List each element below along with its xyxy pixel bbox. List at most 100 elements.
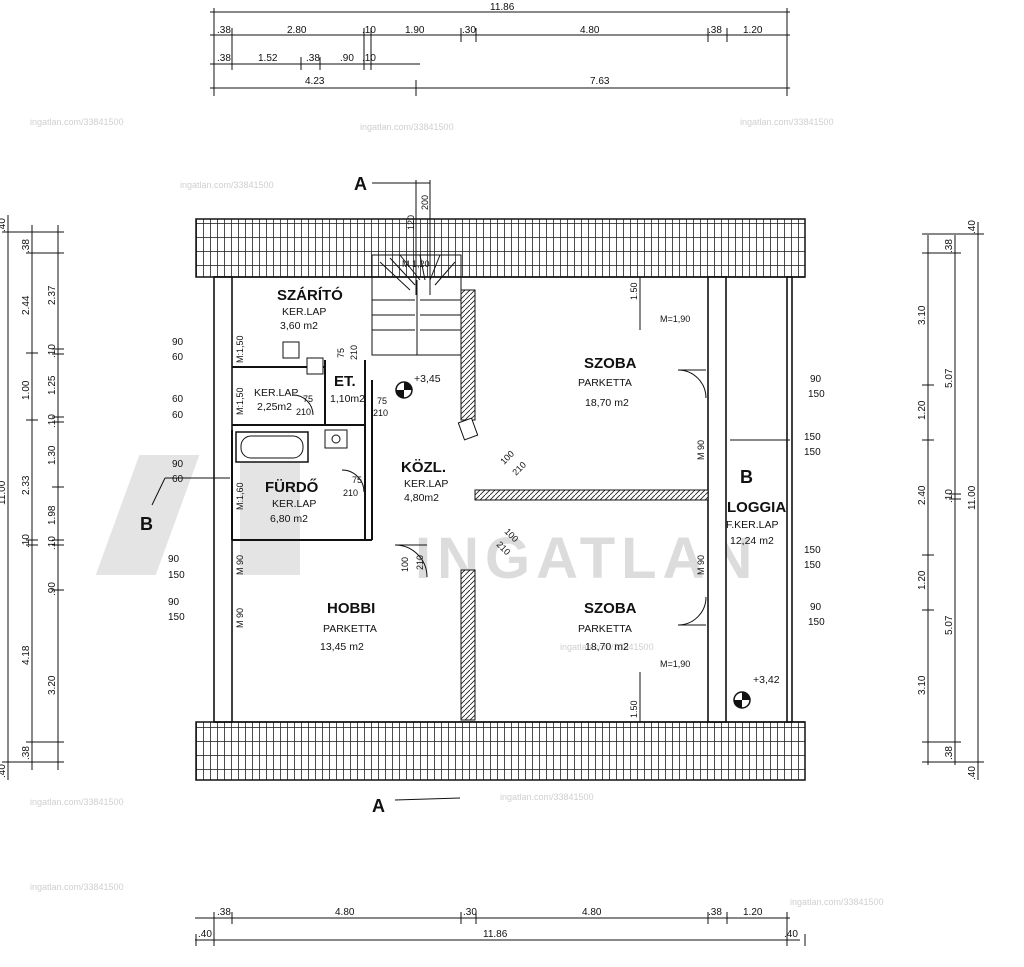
window-height: 150: [804, 447, 821, 458]
dim: 4.23: [305, 76, 325, 87]
room-mat-szoba-south: PARKETTA: [578, 623, 632, 635]
wall-west: [213, 276, 233, 723]
window-height: 150: [808, 389, 825, 400]
section-lines: [151, 182, 790, 801]
watermark-url: ingatlan.com/33841500: [500, 792, 594, 802]
dim: .38: [21, 746, 32, 760]
dim: 11.86: [483, 929, 508, 940]
room-name-loggia: LOGGIA: [727, 499, 786, 516]
window-height: 60: [172, 352, 184, 363]
room-mat-szoba-north: PARKETTA: [578, 377, 632, 389]
dim: 2.80: [287, 25, 307, 36]
room-mat-loggia: F.KER.LAP: [726, 519, 779, 531]
door-height: 210: [343, 488, 358, 498]
room-name-hobbi: HOBBI: [327, 600, 375, 617]
section-b-right: B: [740, 467, 753, 487]
sill-height-hobbi-2: M 90: [235, 608, 245, 628]
window-height: 60: [172, 474, 184, 485]
partition-wall-stair: [460, 289, 476, 421]
window-width: 90: [810, 374, 822, 385]
right-dimension-chain: [922, 222, 984, 780]
dim: 2.37: [47, 285, 58, 305]
dim: .10: [362, 25, 376, 36]
dim: .10: [47, 344, 58, 358]
dim: 7.63: [590, 76, 610, 87]
dim: 5.07: [944, 615, 955, 635]
window-width: 60: [172, 394, 184, 405]
watermark-url: ingatlan.com/33841500: [180, 180, 274, 190]
dim: 1.20: [743, 907, 763, 918]
loggia-rail: [786, 276, 793, 723]
dim: 11.00: [0, 480, 8, 505]
dim: 4.18: [21, 645, 32, 665]
room-mat-szarito: KER.LAP: [282, 306, 326, 318]
level-marker-loggia: [733, 691, 751, 709]
dim: .40: [784, 929, 798, 940]
ceiling-height-north: M=1,90: [660, 314, 690, 324]
door-height: 210: [415, 555, 425, 570]
watermark-url: ingatlan.com/33841500: [30, 797, 124, 807]
interior-walls: [231, 360, 373, 541]
dim: .10: [47, 414, 58, 428]
dim: .40: [0, 764, 8, 778]
sink-icon: [324, 429, 348, 449]
dim: .38: [708, 25, 722, 36]
dim: 1.20: [917, 570, 928, 590]
dim: 1.98: [47, 505, 58, 525]
staircase: [371, 180, 462, 356]
room-name-szoba-north: SZOBA: [584, 355, 637, 372]
dim: 4.80: [580, 25, 600, 36]
window-labels-right: 90 150 150 150 150 150 90 150: [804, 374, 825, 628]
room-area-small: 2,25m2: [257, 401, 292, 413]
dim: .38: [217, 25, 231, 36]
room-name-et: ET.: [334, 373, 356, 390]
sill-height-szoba-north: M 90: [696, 440, 706, 460]
dim: .38: [217, 907, 231, 918]
stair-width-2: 200: [420, 195, 430, 210]
dim: .40: [967, 766, 978, 780]
dim: 2.40: [917, 485, 928, 505]
dim: 1.20: [917, 400, 928, 420]
room-mat-kozl: KER.LAP: [404, 478, 448, 490]
room-name-kozl: KÖZL.: [401, 459, 446, 476]
dim: .38: [944, 746, 955, 760]
room-mat-hobbi: PARKETTA: [323, 623, 377, 635]
dim: .30: [463, 907, 477, 918]
dim: 1.52: [258, 53, 278, 64]
left-dimension-chain: [2, 215, 64, 780]
watermark-url: ingatlan.com/33841500: [30, 117, 124, 127]
sink-drain: [331, 434, 341, 444]
window-width: 90: [168, 554, 180, 565]
dim: 3.20: [47, 675, 58, 695]
door-height: 210: [349, 345, 359, 360]
watermark-logo-bar: [95, 455, 200, 575]
dim: .10: [944, 489, 955, 503]
dim-overall-top: 11.86: [490, 2, 515, 13]
watermark-logo-bar: [240, 455, 300, 575]
window-width: 150: [804, 432, 821, 443]
top-dimension-chain: [210, 8, 790, 96]
room-name-szarito: SZÁRÍTÓ: [277, 286, 343, 304]
dim: 2.44: [21, 295, 32, 315]
sill-height-szarito: M:1,50: [235, 335, 245, 363]
section-a-bottom: A: [372, 796, 385, 816]
level-loggia-text: +3,42: [753, 674, 780, 686]
dim: 1.90: [405, 25, 425, 36]
door-width: 75: [303, 394, 313, 404]
window-width: 90: [172, 459, 184, 470]
dim: .38: [217, 53, 231, 64]
window-width: 90: [168, 597, 180, 608]
watermark-url: ingatlan.com/33841500: [360, 122, 454, 132]
dim: .40: [0, 218, 8, 232]
watermark-url: ingatlan.com/33841500: [790, 897, 884, 907]
sill-height-hobbi-1: M 90: [235, 555, 245, 575]
room-area-hobbi: 13,45 m2: [320, 641, 364, 653]
slope-label-south: 1.50: [629, 700, 639, 718]
door-height: 210: [510, 460, 528, 478]
partition-wall-south: [460, 569, 476, 721]
window-height: 150: [804, 560, 821, 571]
room-name-furdo: FÜRDŐ: [265, 478, 319, 496]
dim: .38: [21, 239, 32, 253]
toilet-icon: [306, 357, 324, 375]
dim: 3.10: [917, 305, 928, 325]
